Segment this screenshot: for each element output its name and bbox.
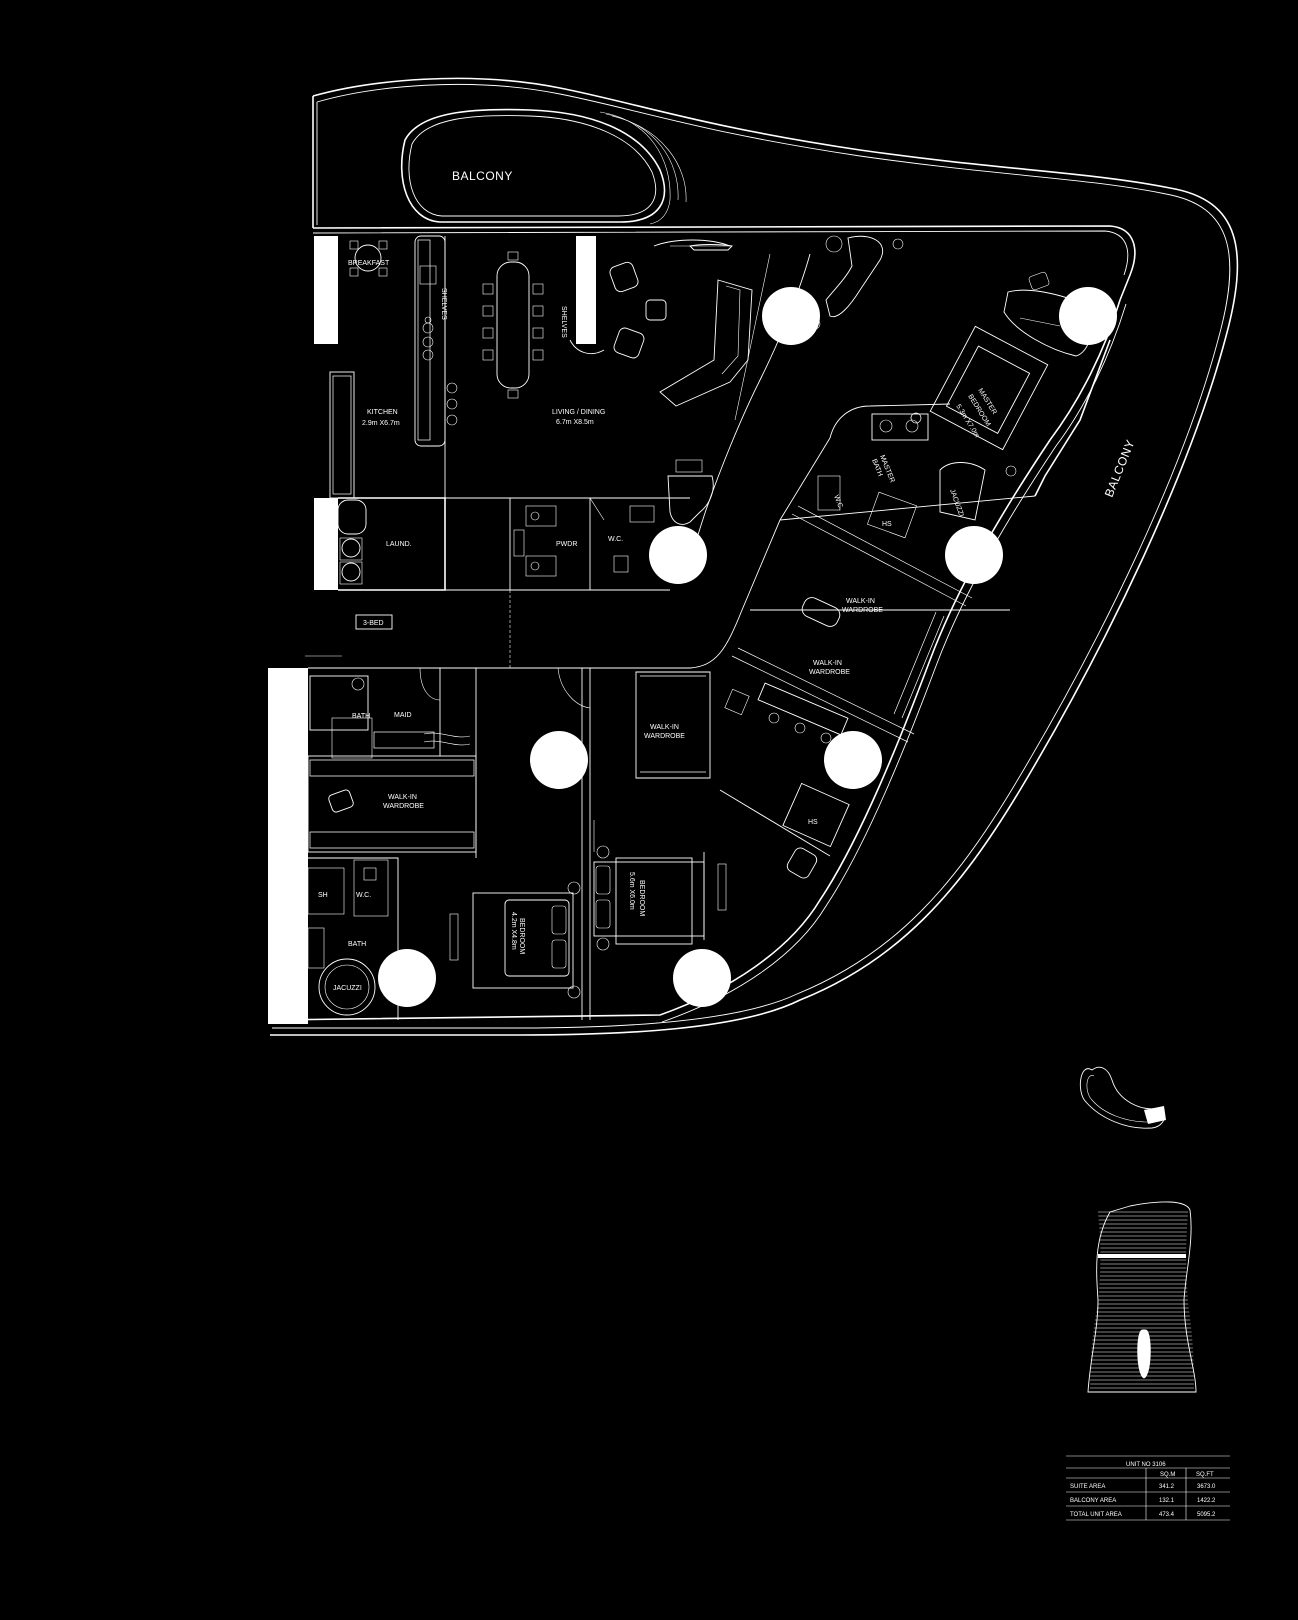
marker-circle bbox=[378, 949, 436, 1007]
bedroom-a-label: BEDROOM bbox=[518, 918, 525, 954]
bath-maid-label: BATH bbox=[352, 713, 370, 720]
table-cell: 5095.2 bbox=[1197, 1512, 1216, 1518]
laundry-label: LAUND. bbox=[386, 541, 412, 548]
bedroom-a-dim: 4.2m X4.8m bbox=[510, 912, 517, 950]
jacuzzi-lower-label: JACUZZI bbox=[333, 985, 362, 992]
balcony-top-label: BALCONY bbox=[452, 169, 513, 183]
marker-circle bbox=[762, 287, 820, 345]
wc-master-label: W.C. bbox=[832, 494, 844, 511]
walkin-2-label-b: WARDROBE bbox=[809, 669, 850, 676]
marker-circle bbox=[945, 526, 1003, 584]
walkin-2-label: WALK-IN bbox=[813, 660, 842, 667]
blank-markers bbox=[378, 287, 1117, 1007]
wall-column bbox=[268, 668, 308, 1024]
table-title: UNIT NO 3106 bbox=[1126, 1462, 1166, 1468]
corridor: 3-BED bbox=[305, 590, 640, 709]
marker-circle bbox=[824, 731, 882, 789]
breakfast-label: BREAKFAST bbox=[348, 260, 390, 267]
bedroom-b-label: BEDROOM bbox=[638, 880, 645, 916]
table-cell: 132.1 bbox=[1159, 1498, 1175, 1504]
table-cell: 341.2 bbox=[1159, 1484, 1175, 1490]
kitchen-living-zone: BREAKFAST SHELVES KITCHEN 2.9m X6.7m SHE… bbox=[268, 235, 922, 1024]
wall-column bbox=[314, 236, 338, 344]
balcony-pod: BALCONY bbox=[401, 108, 687, 225]
marker-circle bbox=[1059, 287, 1117, 345]
wall-column bbox=[314, 498, 338, 590]
table-cell: 1422.2 bbox=[1197, 1498, 1216, 1504]
bedroom-b-dim: 5.6m X6.0m bbox=[628, 872, 635, 910]
wc-powder-label: W.C. bbox=[608, 536, 623, 543]
walkin-3-label: WALK-IN bbox=[650, 724, 679, 731]
three-bed-tag bbox=[355, 614, 393, 630]
service-zone: LAUND. PWDR W.C. bbox=[337, 497, 690, 591]
hs-lower-label: HS bbox=[808, 819, 818, 826]
balcony-side-label: BALCONY bbox=[1102, 437, 1138, 499]
lower-left-suite: BATH MAID WALK-IN WARDROBE SH W.C. BATH … bbox=[307, 668, 477, 1020]
walkin-1-label-b: WARDROBE bbox=[842, 607, 883, 614]
bedroom-a: BEDROOM 4.2m X4.8m bbox=[449, 668, 591, 1020]
bath-lower-label: BATH bbox=[348, 941, 366, 948]
walkin-4-label: WALK-IN bbox=[388, 794, 417, 801]
marker-circle bbox=[649, 526, 707, 584]
building-outline bbox=[270, 77, 1239, 1036]
walkin-3-label-b: WARDROBE bbox=[644, 733, 685, 740]
hs-master-label: HS bbox=[882, 521, 892, 528]
maid-label: MAID bbox=[394, 712, 412, 719]
bedroom-b: BEDROOM 5.6m X6.0m bbox=[593, 820, 727, 951]
table-header-sqm: SQ.M bbox=[1160, 1472, 1175, 1478]
kitchen-dim: 2.9m X6.7m bbox=[362, 420, 400, 427]
table-row-label: SUITE AREA bbox=[1070, 1484, 1105, 1490]
walkin-4-label-b: WARDROBE bbox=[383, 803, 424, 810]
living-label: LIVING / DINING bbox=[552, 409, 605, 416]
table-header-sqft: SQ.FT bbox=[1196, 1472, 1214, 1478]
key-plan-icon bbox=[1079, 1066, 1166, 1129]
marker-circle bbox=[673, 949, 731, 1007]
three-bed-label: 3-BED bbox=[363, 620, 384, 627]
shelves-kitchen-label: SHELVES bbox=[440, 288, 447, 320]
tower-elevation-icon bbox=[1087, 1201, 1197, 1393]
shelves-living-label: SHELVES bbox=[560, 306, 567, 338]
table-cell: 473.4 bbox=[1159, 1512, 1175, 1518]
wall-column bbox=[576, 236, 596, 344]
living-dim: 6.7m X8.5m bbox=[556, 419, 594, 426]
marker-circle bbox=[530, 731, 588, 789]
wc-lower-label: W.C. bbox=[356, 892, 371, 899]
walkin-1-label: WALK-IN bbox=[846, 598, 875, 605]
table-cell: 3673.0 bbox=[1197, 1484, 1216, 1490]
sh-label: SH bbox=[318, 892, 328, 899]
table-row-label: BALCONY AREA bbox=[1070, 1498, 1116, 1504]
wardrobe-rack bbox=[731, 505, 973, 743]
kitchen-label: KITCHEN bbox=[367, 409, 398, 416]
area-table: UNIT NO 3106 SQ.M SQ.FT SUITE AREA 341.2… bbox=[1066, 1455, 1230, 1521]
table-row-label: TOTAL UNIT AREA bbox=[1070, 1512, 1122, 1518]
powder-label: PWDR bbox=[556, 541, 577, 548]
